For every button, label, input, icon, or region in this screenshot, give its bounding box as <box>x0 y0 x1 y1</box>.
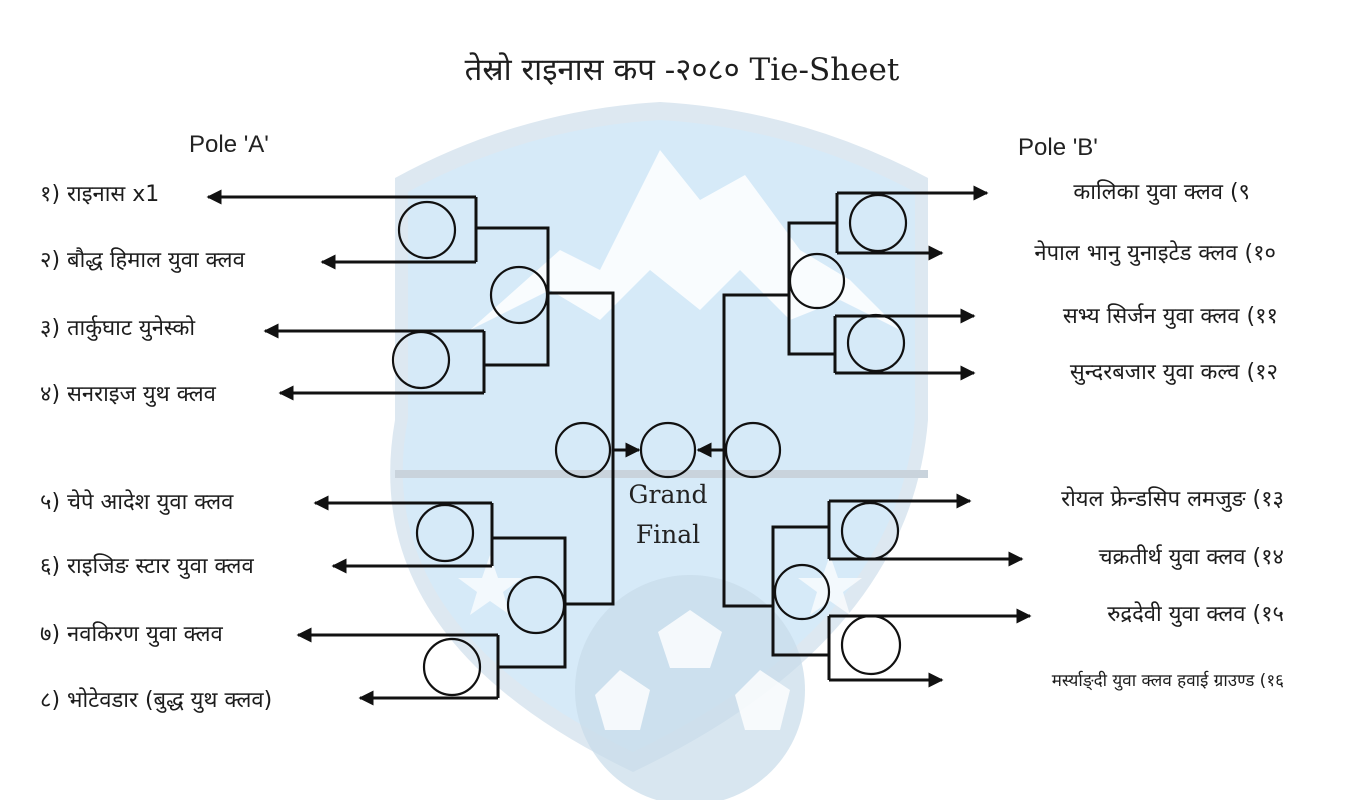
match-circle: ९ <box>489 265 549 325</box>
football-shape <box>575 575 805 800</box>
star-icon <box>458 555 522 615</box>
logo-band-shape <box>395 470 928 478</box>
pole-b-label: Pole 'B' <box>1018 134 1098 161</box>
match-number: ६ <box>869 329 884 362</box>
pole-b-team: मर्स्याङ्दी युवा क्लव हवाई ग्राउण्ड (१६ <box>1051 671 1284 691</box>
match-circle: ११ <box>788 252 846 310</box>
match-circle: १ <box>397 200 457 260</box>
pole-a-team: ६) राइजिङ स्टार युवा क्लव <box>40 554 254 579</box>
match-circle: ५ <box>415 503 475 563</box>
match-number: ८ <box>863 517 878 550</box>
match-number: ५ <box>438 519 453 552</box>
match-number: १२ <box>791 582 814 607</box>
page-title: तेस्रो राइनास कप -२०८० Tie-Sheet <box>464 52 900 88</box>
pole-b-team: चक्रतीर्थ युवा क्लव (१४ <box>1098 545 1284 570</box>
pole-a-team: १) राइनास x1 <box>40 182 160 207</box>
pole-b-team: सभ्य सिर्जन युवा क्लव (११ <box>1062 304 1278 329</box>
pole-a-team: ४) सनराइज युथ क्लव <box>40 382 216 407</box>
bracket-connector-b-m11 <box>787 221 837 356</box>
pole-a-label: Pole 'A' <box>189 131 269 158</box>
pole-a-team: ८) भोटेवडार (बुद्ध युथ क्लव) <box>40 688 273 713</box>
match-number: १४ <box>742 440 765 465</box>
match-circle: ७ <box>391 330 451 390</box>
pole-a-team: ५) चेपे आदेश युवा क्लव <box>40 490 234 515</box>
pole-b-team: कालिका युवा क्लव (९ <box>1073 180 1250 205</box>
final-match-circle: १५ <box>639 421 697 479</box>
match-number: ९ <box>512 281 527 314</box>
match-number: १० <box>524 593 549 621</box>
match-circle: १० <box>506 575 566 635</box>
pole-a-team: ३) तार्कुघाट युनेस्को <box>40 316 196 341</box>
grand-final-label-line1: Grand <box>628 480 708 509</box>
match-number: ७ <box>414 346 429 379</box>
match-circle: २ <box>840 614 902 676</box>
match-circle: ३ <box>422 637 482 697</box>
match-number: ३ <box>445 653 460 686</box>
match-number: २ <box>864 631 879 664</box>
match-number: १ <box>420 216 435 249</box>
pole-b-team: सुन्दरबजार युवा कल्व (१२ <box>1069 360 1278 385</box>
match-circle: १२ <box>773 563 831 621</box>
football-patch <box>658 610 722 668</box>
pole-b-team: रुद्रदेवी युवा क्लव (१५ <box>1107 602 1284 627</box>
match-number: १५ <box>657 440 680 465</box>
match-circle: १३ <box>554 421 612 479</box>
match-number: ११ <box>806 271 829 296</box>
football-patch <box>595 670 650 730</box>
match-circle: ८ <box>840 501 900 561</box>
pole-b-team: रोयल फ्रेन्डसिप लमजुङ (१३ <box>1061 487 1284 512</box>
pole-a-team: ७) नवकिरण युवा क्लव <box>40 622 223 647</box>
star-icon <box>798 555 862 615</box>
pole-a-team: २) बौद्ध हिमाल युवा क्लव <box>40 248 245 273</box>
bracket-connector-b-m12 <box>771 525 829 657</box>
match-circle: ६ <box>846 313 906 373</box>
match-circle: ४ <box>848 193 908 253</box>
match-number: ४ <box>871 209 886 242</box>
grand-final-label-line2: Final <box>635 520 701 549</box>
match-number: १३ <box>572 440 595 465</box>
football-patch <box>735 670 790 730</box>
pole-b-team: नेपाल भानु युनाइटेड क्लव (१० <box>1034 241 1276 266</box>
mountain-shape <box>470 150 900 330</box>
match-circle: १४ <box>724 421 782 479</box>
